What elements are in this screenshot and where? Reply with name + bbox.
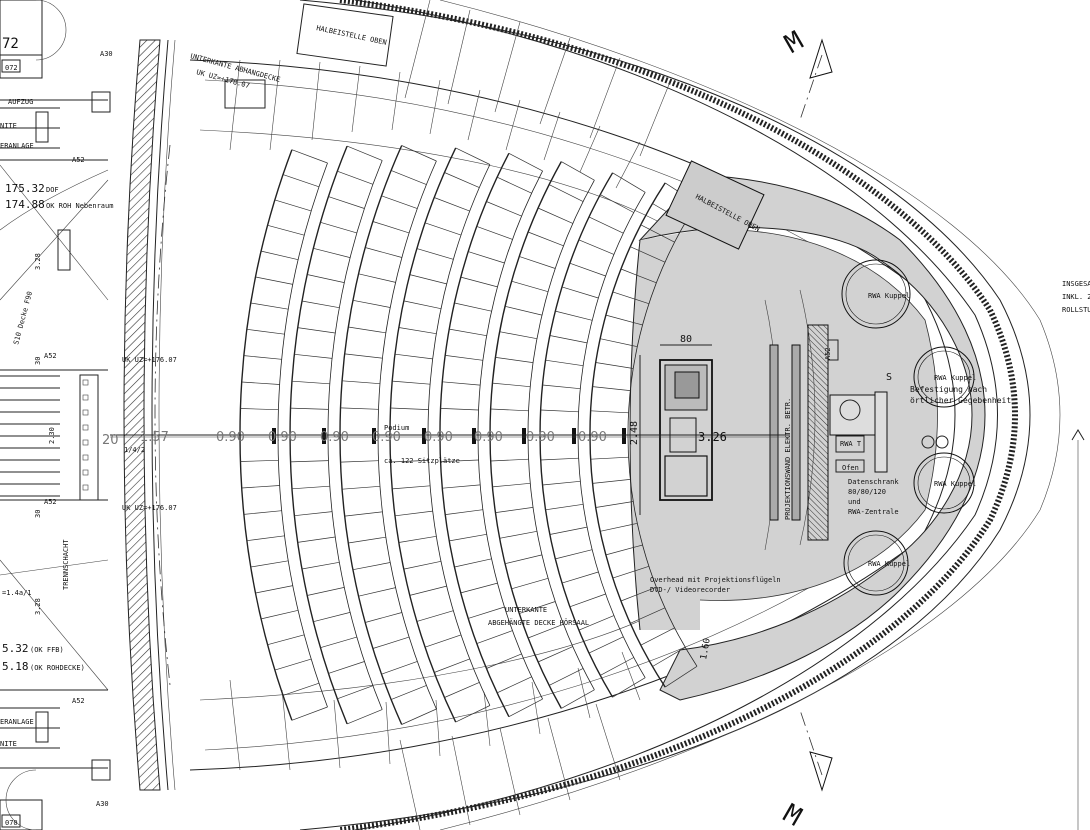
dimension-chain: 1.57 0.90 0.90 0.90 0.90 0.90 0.90 0.90 … — [140, 430, 607, 445]
label-nite-bottom: NITE — [0, 740, 17, 748]
rail-note: PROJEKTIONSWAND ELEKTR. BETR. — [784, 398, 792, 520]
door-label-a52-c: A52 — [44, 498, 57, 506]
label-nite-top: NITE — [0, 122, 17, 130]
rwa-dome-3: RWA Kuppel — [934, 480, 976, 488]
label-eranlage-top: ERANLAGE — [0, 142, 34, 150]
stair — [0, 374, 99, 501]
upper-strip — [199, 0, 691, 241]
right-notes: INSGESA INKL. 2 ROLLSTU — [1062, 280, 1090, 314]
overhead-sub: DVD-/ Videorecorder — [650, 586, 730, 594]
lower-strip — [199, 599, 681, 830]
door-label-a52-b: A52 — [44, 352, 57, 360]
cabinet-line-4: RWA-Zentrale — [848, 508, 899, 516]
left-labels: 72 072 A30 AUFZUG NITE ERANLAGE A52 175.… — [0, 36, 177, 827]
rwa-door: RWA T — [840, 440, 862, 448]
room-box-072: 072 — [5, 64, 18, 72]
north-arrow — [1071, 429, 1085, 830]
door-label-a52-d: A52 — [72, 697, 85, 705]
room-box-070: 070 — [5, 819, 18, 827]
dim-0-90-7: 0.90 — [526, 430, 555, 445]
uk-level-bottom: UK UZ=+176.07 — [122, 504, 177, 512]
podium-note: Podium — [384, 424, 409, 432]
dim-0-90-2: 0.90 — [268, 430, 297, 445]
room-number-top: 72 — [2, 36, 19, 52]
dim-1-57: 1.57 — [140, 430, 169, 445]
lower-edge-note: UNTERKANTE — [505, 606, 547, 614]
gallery-label-top: HALBEISTELLE OBEN — [316, 24, 388, 47]
section-marker-top: M — [780, 26, 833, 121]
stage-area — [638, 174, 986, 701]
rwa-dome-4: RWA Kuppel — [868, 560, 910, 568]
stage-depth: 2.48 — [629, 421, 640, 445]
lectern — [659, 359, 713, 501]
label-30-a: 30 — [34, 357, 42, 365]
level-5-32-note: (OK FFB) — [30, 646, 64, 654]
section-label-bottom: M — [778, 799, 807, 830]
label-eranlage-bottom: ERANLAGE — [0, 718, 34, 726]
stage-width: 80 — [680, 334, 692, 345]
projection-rails — [769, 324, 839, 541]
right-note-1: INSGESA — [1062, 280, 1090, 288]
door-label-a30-bottom: A30 — [96, 800, 109, 808]
mount-note-1: Befestigung nach — [910, 385, 987, 394]
dim-0-90-1: 0.90 — [216, 430, 245, 445]
stair-note: =1.4a/1 — [2, 589, 32, 597]
section-label-top: M — [780, 26, 809, 60]
dim-0-90-5: 0.90 — [424, 430, 453, 445]
dim-0-90-3: 0.90 — [320, 430, 349, 445]
label-fire-ceiling: S10 Decke F90 — [12, 291, 34, 346]
overhead-note: Overhead mit Projektionsflügeln — [650, 576, 781, 584]
mark-s: S — [886, 372, 892, 383]
level-174-88: 174.88 — [5, 198, 45, 211]
dim-0-90-8: 0.90 — [578, 430, 607, 445]
aisle-width: 1.60 — [699, 637, 713, 660]
cabinet-line-2: 80/80/120 — [848, 488, 886, 496]
outer-shell — [299, 0, 1061, 830]
cabinet-line-3: und — [848, 498, 861, 506]
dim-3-28-top: 3.28 — [34, 253, 42, 270]
podium-sub: ca. 122 Sitzplätze — [384, 457, 460, 465]
rwa-dome-2: RWA Kuppel — [934, 374, 976, 382]
mount-note-2: örtlicher Gegebenheit — [910, 396, 1011, 405]
oven-label: Ofen — [842, 464, 859, 472]
level-5-18: 5.18 — [2, 660, 29, 673]
edge-mark: A52 — [824, 347, 832, 360]
level-5-32: 5.32 — [2, 642, 29, 655]
dim-0-90-6: 0.90 — [474, 430, 503, 445]
lower-edge-sub: ABGEHÄNGTE DECKE HÖRSAAL — [488, 618, 589, 627]
door-label-a30-top: A30 — [100, 50, 113, 58]
dim-3-28-bottom: 3.28 — [34, 598, 42, 615]
uk-level-top: UK UZ=+176.07 — [122, 356, 177, 364]
level-5-18-note: (OK ROHDECKE) — [30, 664, 85, 672]
cabinet-line-1: Datenschrank — [848, 478, 899, 486]
gallery-boxes — [224, 3, 765, 250]
ruler-20: 20 — [102, 433, 119, 448]
right-note-3: ROLLSTU — [1062, 306, 1090, 314]
stage-to-wall: 3.26 — [698, 430, 727, 444]
stair-label: 1/4/2 — [124, 446, 145, 454]
dim-0-90-4: 0.90 — [372, 430, 401, 445]
equipment-room — [829, 391, 949, 473]
label-30-b: 30 — [34, 510, 42, 518]
right-note-2: INKL. 2 — [1062, 293, 1090, 301]
left-wall — [123, 39, 176, 791]
rwa-dome-1: RWA Kuppel — [868, 292, 910, 300]
left-rooms — [0, 0, 111, 830]
level-174-88-note: OK ROH Nebenraum — [46, 202, 113, 210]
label-schacht: TRENNSCHACHT — [62, 539, 70, 590]
label-aufzug: AUFZUG — [8, 98, 33, 106]
rwa-domes — [841, 259, 975, 596]
door-label-a52-a: A52 — [72, 156, 85, 164]
level-175-32: 175.32 — [5, 182, 45, 195]
level-175-32-note: DOF — [46, 186, 59, 194]
section-marker-bottom: M — [778, 709, 833, 830]
ruler-2-30: 2.30 — [48, 427, 56, 444]
